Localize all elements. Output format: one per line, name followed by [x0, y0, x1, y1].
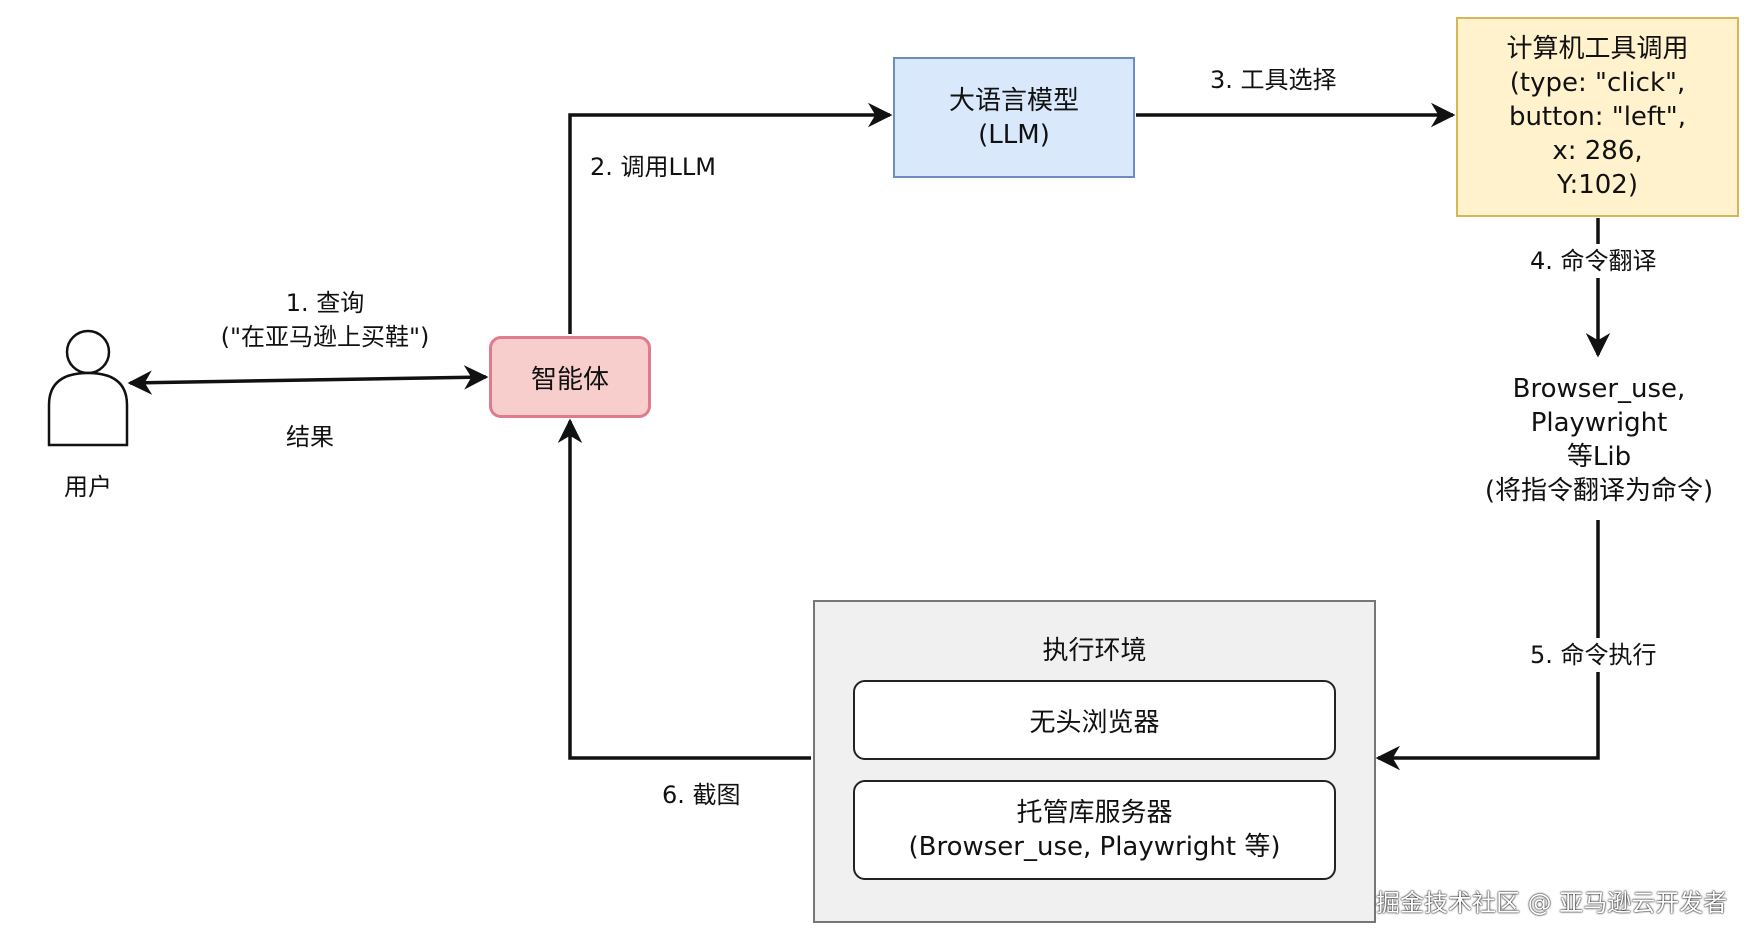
query-edge-label: 1. 查询 ("在亚马逊上买鞋")	[220, 289, 430, 351]
result-edge-label: 结果	[286, 423, 334, 451]
library-node: Browser_use, Playwright 等Lib (将指令翻译为命令)	[1484, 374, 1714, 506]
execute-edge-label: 5. 命令执行	[1526, 638, 1661, 672]
tool-call-node: 计算机工具调用 (type: "click", button: "left", …	[1456, 17, 1739, 217]
query-result-arrow	[127, 365, 489, 395]
headless-browser-node: 无头浏览器	[853, 680, 1336, 760]
tool-select-edge-label: 3. 工具选择	[1210, 66, 1337, 94]
hosted-library-server-node: 托管库服务器 (Browser_use, Playwright 等)	[853, 780, 1336, 880]
screenshot-edge-label: 6. 截图	[662, 781, 741, 809]
execution-environment-title: 执行环境	[1042, 636, 1147, 666]
watermark: 掘金技术社区 @ 亚马逊云开发者	[1376, 889, 1728, 917]
execute-arrow	[1375, 520, 1600, 771]
user-icon	[47, 329, 129, 447]
agent-node: 智能体	[489, 336, 651, 418]
screenshot-arrow	[557, 418, 811, 760]
call-llm-arrow	[568, 102, 893, 334]
user-label: 用户	[64, 473, 112, 501]
llm-node: 大语言模型 (LLM)	[893, 57, 1135, 178]
call-llm-edge-label: 2. 调用LLM	[590, 153, 716, 181]
translate-edge-label: 4. 命令翻译	[1526, 244, 1661, 278]
